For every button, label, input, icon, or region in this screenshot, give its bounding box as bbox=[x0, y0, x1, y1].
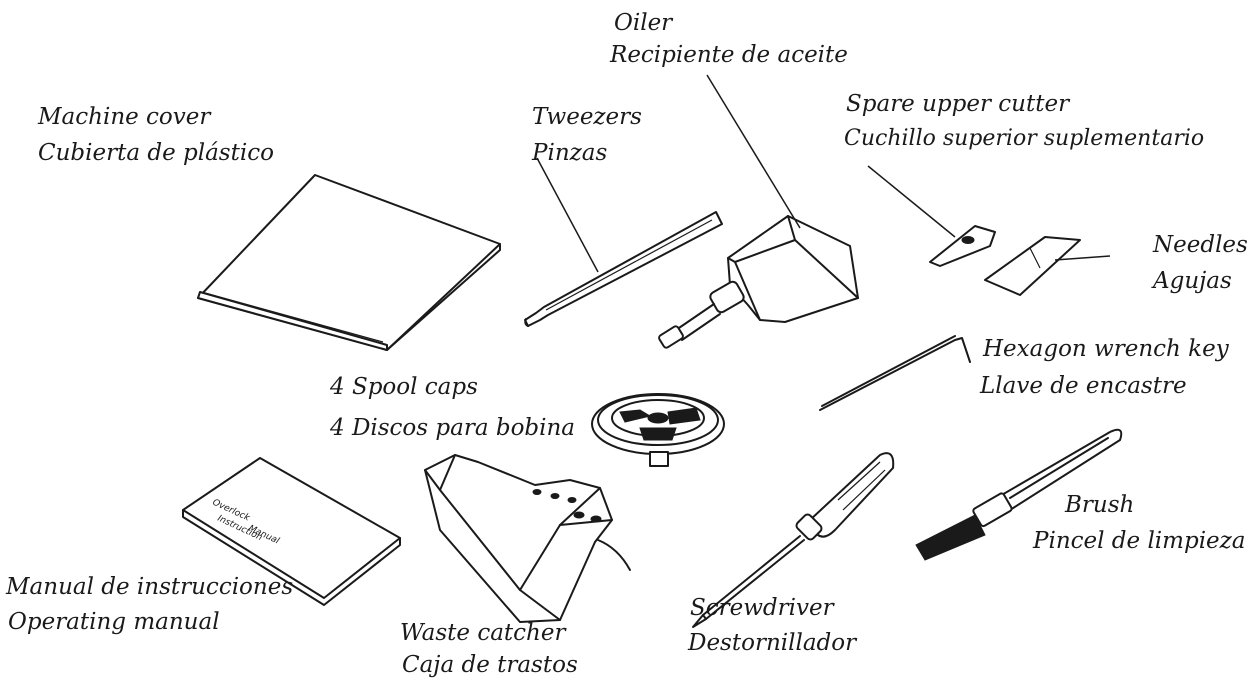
waste-catcher-drawing bbox=[424, 454, 631, 623]
oiler-label-en: Oiler bbox=[614, 10, 673, 36]
oiler-label-es: Recipiente de aceite bbox=[610, 42, 848, 68]
spare-cutter-drawing bbox=[867, 165, 996, 267]
brush-drawing bbox=[915, 428, 1123, 561]
brush-label-en: Brush bbox=[1065, 492, 1135, 518]
manual-label-en: Operating manual bbox=[8, 609, 220, 635]
spool-caps-label-en: 4 Spool caps bbox=[330, 374, 478, 400]
hex-key-label-es: Llave de encastre bbox=[980, 373, 1187, 399]
hex-key-drawing bbox=[819, 335, 971, 411]
spare-cutter-label-en: Spare upper cutter bbox=[846, 91, 1070, 117]
spool-caps-label-es: 4 Discos para bobina bbox=[330, 415, 576, 441]
brush-label-es: Pincel de limpieza bbox=[1033, 528, 1246, 554]
manual-label-es: Manual de instrucciones bbox=[6, 574, 294, 600]
tweezers-drawing bbox=[524, 157, 723, 327]
spare-cutter-label-es: Cuchillo superior suplementario bbox=[844, 126, 1205, 151]
machine-cover-drawing bbox=[197, 174, 501, 351]
hex-key-label-en: Hexagon wrench key bbox=[983, 336, 1229, 362]
machine-cover-label-es: Cubierta de plástico bbox=[38, 140, 274, 166]
manual-drawing: Overlock Instruction Manual bbox=[182, 457, 401, 606]
needles-label-es: Agujas bbox=[1153, 268, 1232, 294]
needles-drawing bbox=[984, 236, 1111, 296]
oiler-drawing bbox=[658, 74, 859, 349]
waste-catcher-label-en: Waste catcher bbox=[400, 620, 566, 646]
tweezers-label-en: Tweezers bbox=[532, 104, 642, 130]
screwdriver-label-en: Screwdriver bbox=[690, 595, 834, 621]
machine-cover-label-en: Machine cover bbox=[38, 104, 211, 130]
needles-label-en: Needles bbox=[1153, 232, 1248, 258]
waste-catcher-label-es: Caja de trastos bbox=[402, 652, 578, 678]
screwdriver-drawing bbox=[692, 452, 895, 628]
screwdriver-label-es: Destornillador bbox=[688, 630, 857, 656]
tweezers-label-es: Pinzas bbox=[532, 140, 608, 166]
spool-cap-drawing bbox=[591, 393, 725, 467]
